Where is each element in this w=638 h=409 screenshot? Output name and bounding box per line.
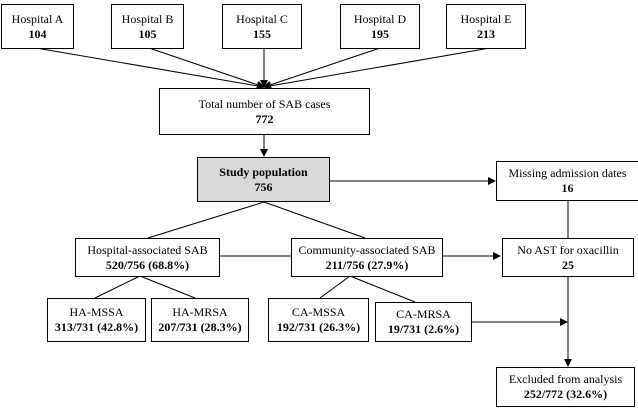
study-population-label: Study population: [219, 164, 308, 179]
hospital-d-count: 195: [371, 26, 389, 41]
arrow-hospital-d: [263, 47, 381, 89]
hospital-c-box: Hospital C 155: [222, 4, 302, 49]
hospital-a-label: Hospital A: [11, 11, 64, 26]
excluded-box: Excluded from analysis 252/772 (32.6%): [496, 367, 635, 407]
ca-mrsa-value: 19/731 (2.6%): [387, 322, 460, 336]
ca-mssa-value: 192/731 (26.3%): [276, 320, 361, 334]
hospital-e-count: 213: [477, 26, 495, 41]
ca-mssa-label: CA-MSSA: [291, 305, 346, 319]
hospital-associated-box: Hospital-associated SAB 520/756 (68.8%): [75, 238, 220, 277]
hospital-e-label: Hospital E: [460, 11, 512, 26]
excluded-value: 252/772 (32.6%): [523, 387, 608, 401]
arrow-hospital-e: [263, 47, 491, 90]
missing-dates-box: Missing admission dates 16: [496, 161, 638, 201]
hospital-associated-value: 520/756 (68.8%): [105, 257, 190, 272]
line-ha-to-mssa: [94, 275, 141, 299]
total-cases-value: 772: [255, 111, 274, 126]
hospital-b-label: Hospital B: [121, 11, 174, 26]
hospital-associated-label: Hospital-associated SAB: [87, 242, 208, 257]
total-cases-box: Total number of SAB cases 772: [159, 88, 370, 135]
ha-mssa-box: HA-MSSA 313/731 (42.8%): [47, 298, 146, 342]
ca-mrsa-label: CA-MRSA: [396, 307, 451, 321]
community-associated-value: 211/756 (27.9%): [325, 257, 409, 272]
line-ca-to-mrsa: [349, 275, 416, 303]
hospital-b-count: 105: [138, 26, 157, 41]
ca-mrsa-box: CA-MRSA 19/731 (2.6%): [375, 302, 472, 342]
hospital-d-box: Hospital D 195: [340, 4, 420, 49]
line-study-to-ha: [147, 201, 265, 239]
community-associated-label: Community-associated SAB: [298, 242, 436, 257]
hospital-e-box: Hospital E 213: [446, 4, 526, 49]
community-associated-box: Community-associated SAB 211/756 (27.9%): [291, 238, 443, 277]
no-ast-label: No AST for oxacillin: [517, 242, 619, 257]
ha-mssa-label: HA-MSSA: [69, 305, 124, 319]
hospital-c-label: Hospital C: [236, 11, 288, 26]
hospital-a-box: Hospital A 104: [1, 4, 74, 49]
missing-dates-label: Missing admission dates: [508, 166, 627, 180]
ha-mrsa-box: HA-MRSA 207/731 (28.3%): [151, 298, 249, 342]
hospital-b-box: Hospital B 105: [111, 4, 184, 49]
no-ast-box: No AST for oxacillin 25: [502, 238, 634, 277]
arrow-hospital-b: [148, 47, 265, 89]
arrow-hospital-a: [35, 47, 265, 90]
line-ha-to-mrsa: [139, 275, 196, 299]
ha-mssa-value: 313/731 (42.8%): [54, 320, 139, 334]
hospital-a-count: 104: [28, 26, 47, 41]
ha-mrsa-label: HA-MRSA: [172, 305, 228, 319]
hospital-d-label: Hospital D: [353, 11, 407, 26]
study-population-box: Study population 756: [197, 157, 330, 202]
ca-mssa-box: CA-MSSA 192/731 (26.3%): [268, 298, 369, 342]
hospital-c-count: 155: [253, 26, 271, 41]
line-ca-to-mssa: [319, 275, 351, 299]
no-ast-value: 25: [562, 257, 574, 272]
ha-mrsa-value: 207/731 (28.3%): [158, 320, 242, 334]
total-cases-label: Total number of SAB cases: [198, 96, 331, 111]
excluded-label: Excluded from analysis: [508, 372, 623, 386]
line-study-to-ca: [263, 201, 366, 239]
study-population-value: 756: [254, 179, 273, 194]
missing-dates-value: 16: [561, 181, 574, 195]
